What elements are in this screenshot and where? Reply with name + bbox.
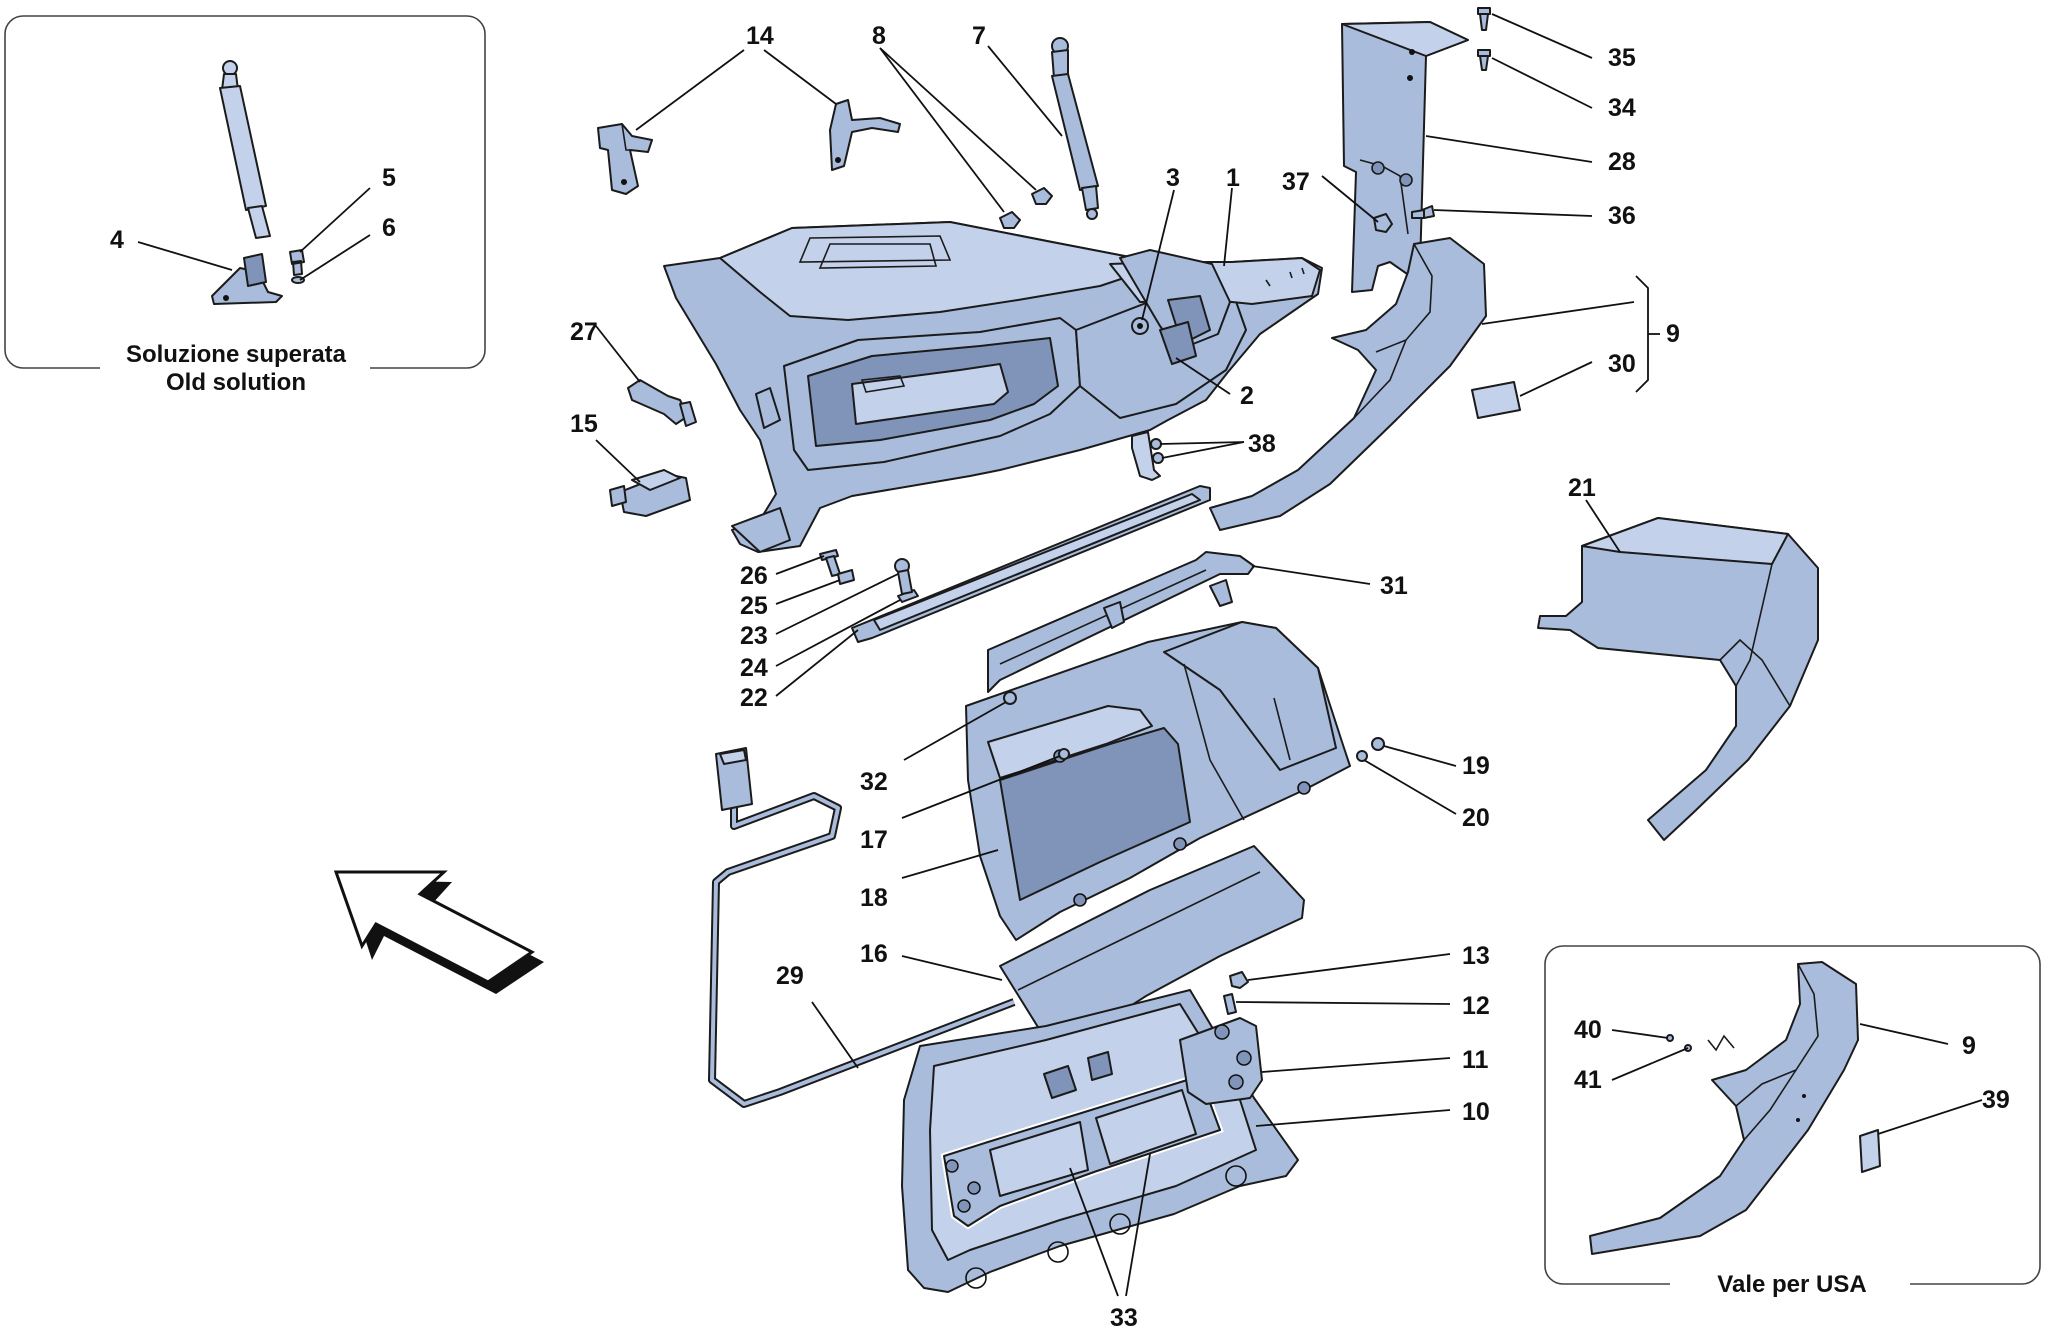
bracket-part-38 <box>1131 431 1164 481</box>
screw-part-19 <box>1371 737 1385 751</box>
callout-36: 36 <box>1608 202 1636 230</box>
callout-21: 21 <box>1568 474 1596 502</box>
side-panel-part-21 <box>1537 517 1819 841</box>
switch-part-27 <box>627 379 697 427</box>
inner-tray-part-18 <box>965 621 1351 941</box>
callout-37: 37 <box>1282 168 1310 196</box>
screw-part-3 <box>1131 317 1149 335</box>
pin-part-26 <box>819 549 841 577</box>
pin-part-12 <box>1223 993 1237 1015</box>
bracket-pair-part-14 <box>597 99 901 195</box>
sensor-part-15 <box>609 469 691 517</box>
callout-20: 20 <box>1462 804 1490 832</box>
mechanism-part-33 <box>940 1072 1224 1230</box>
nut-part-17 <box>1058 748 1070 760</box>
callout-39: 39 <box>1982 1086 2010 1114</box>
pad-part-30 <box>1471 381 1521 419</box>
callout-40: 40 <box>1574 1016 1602 1044</box>
glovebox-housing-part-1 <box>663 221 1323 553</box>
callout-31: 31 <box>1380 572 1408 600</box>
trim-panel-part-9 <box>1209 237 1487 531</box>
callout-17: 17 <box>860 826 888 854</box>
usa-trim-panel-part-9 <box>1589 961 1859 1255</box>
gas-strut-part-7 <box>1051 37 1099 220</box>
callout-6: 6 <box>382 214 396 242</box>
callout-15: 15 <box>570 410 598 438</box>
old-bracket-part-4 <box>211 253 283 305</box>
old-gas-strut <box>219 60 271 239</box>
nut-part-13 <box>1229 971 1249 989</box>
bracket-part-28 <box>1341 21 1469 293</box>
callout-1: 1 <box>1226 164 1240 192</box>
callout-27: 27 <box>570 318 598 346</box>
door-latch-blocks <box>1043 1051 1113 1099</box>
bolt-part-23 <box>894 558 913 595</box>
inset-old-caption-line1: Soluzione superata <box>126 341 347 368</box>
callout-11: 11 <box>1462 1046 1489 1074</box>
old-bolt-part-5 <box>289 249 305 276</box>
screw-part-34 <box>1477 49 1491 71</box>
callout-8: 8 <box>872 22 886 50</box>
callout-35: 35 <box>1608 44 1636 72</box>
nuts-part-8 <box>999 187 1053 229</box>
callout-25: 25 <box>740 592 768 620</box>
callout-16: 16 <box>860 940 888 968</box>
lock-part-2 <box>1159 321 1197 365</box>
inset-usa-caption: Vale per USA <box>1717 1271 1866 1298</box>
callout-28: 28 <box>1608 148 1636 176</box>
callout-12: 12 <box>1462 992 1490 1020</box>
inset-old-caption-line2: Old solution <box>166 369 306 396</box>
cable-part-29 <box>708 747 1016 1108</box>
callout-29: 29 <box>776 962 804 990</box>
callout-18: 18 <box>860 884 888 912</box>
callout-9-usa: 9 <box>1962 1032 1976 1060</box>
callout-7: 7 <box>972 22 986 50</box>
callout-30: 30 <box>1608 350 1636 378</box>
grommet-part-32 <box>1003 691 1017 705</box>
inset-old-solution: 4 5 6 Soluzione superata Old solution <box>4 15 486 398</box>
rail-part-31 <box>987 551 1255 693</box>
washer-part-20 <box>1356 750 1368 762</box>
callout-4: 4 <box>110 226 124 254</box>
rail-part-22 <box>851 485 1211 643</box>
callout-3: 3 <box>1166 164 1180 192</box>
usa-cap-part-39 <box>1859 1129 1881 1173</box>
callout-14: 14 <box>746 22 774 50</box>
callout-9: 9 <box>1666 320 1680 348</box>
callout-2: 2 <box>1240 382 1254 410</box>
callout-33: 33 <box>1110 1304 1138 1332</box>
callout-13: 13 <box>1462 942 1490 970</box>
screw-part-36 <box>1411 205 1435 219</box>
hinge-part-11 <box>1179 1017 1263 1105</box>
callout-32: 32 <box>860 768 888 796</box>
nut-part-37 <box>1373 213 1393 233</box>
callout-23: 23 <box>740 622 768 650</box>
callout-22: 22 <box>740 684 768 712</box>
callout-38: 38 <box>1248 430 1276 458</box>
callout-26: 26 <box>740 562 768 590</box>
callout-19: 19 <box>1462 752 1490 780</box>
callout-10: 10 <box>1462 1098 1490 1126</box>
callout-41: 41 <box>1574 1066 1602 1094</box>
arrow-up-left-icon <box>333 870 544 994</box>
screw-part-35 <box>1477 7 1491 31</box>
callout-24: 24 <box>740 654 768 682</box>
inset-usa: 40 41 9 39 Vale per USA <box>1544 945 2041 1306</box>
callout-5: 5 <box>382 164 396 192</box>
callout-34: 34 <box>1608 94 1636 122</box>
